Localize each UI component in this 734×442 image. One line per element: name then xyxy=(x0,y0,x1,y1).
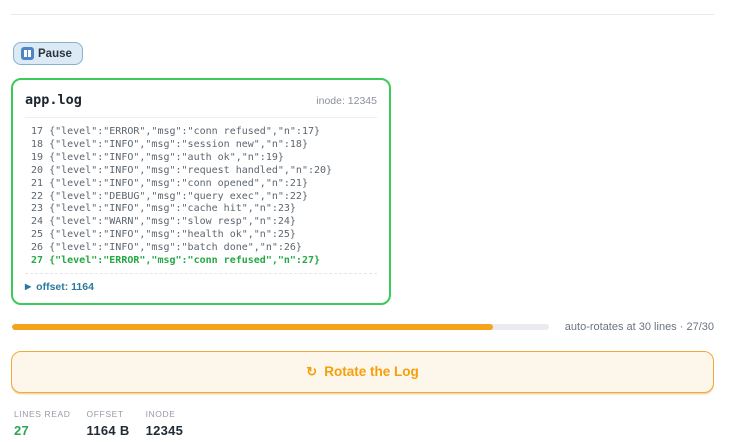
log-line: 22 {"level":"DEBUG","msg":"query exec","… xyxy=(25,190,308,202)
page: Pause app.log inode: 12345 17 {"level":"… xyxy=(11,14,714,438)
rotation-progress-fill xyxy=(12,323,493,330)
log-line: 26 {"level":"INFO","msg":"batch done","n… xyxy=(25,242,302,254)
stats-row: LINES READ 27 OFFSET 1164 B INODE 12345 xyxy=(14,409,714,438)
log-panel-header: app.log inode: 12345 xyxy=(25,90,377,118)
log-line: 20 {"level":"INFO","msg":"request handle… xyxy=(25,164,333,176)
stat: OFFSET 1164 B xyxy=(87,409,130,438)
log-line: 21 {"level":"INFO","msg":"conn opened","… xyxy=(25,177,308,189)
pause-button[interactable]: Pause xyxy=(13,42,83,65)
stat-label: LINES READ xyxy=(14,408,71,419)
log-line: 18 {"level":"INFO","msg":"session new","… xyxy=(25,138,308,150)
stat-value: 1164 B xyxy=(86,422,130,438)
stat: INODE 12345 xyxy=(146,409,184,438)
caret-right-icon: ▶ xyxy=(25,281,32,291)
log-line: 23 {"level":"INFO","msg":"cache hit","n"… xyxy=(25,203,296,215)
pause-icon xyxy=(21,47,34,60)
top-divider xyxy=(11,14,714,15)
log-filename: app.log xyxy=(25,92,82,108)
offset-toggle[interactable]: ▶ offset: 1164 xyxy=(25,272,377,293)
rotation-progress-row: auto-rotates at 30 lines · 27/30 xyxy=(11,321,714,333)
stat-value: 12345 xyxy=(145,422,184,438)
log-line: 25 {"level":"INFO","msg":"health ok","n"… xyxy=(25,229,296,241)
log-line: 19 {"level":"INFO","msg":"auth ok","n":1… xyxy=(25,151,284,163)
log-line: 27 {"level":"ERROR","msg":"conn refused"… xyxy=(25,255,321,267)
offset-label: offset: 1164 xyxy=(36,280,94,293)
log-line: 24 {"level":"WARN","msg":"slow resp","n"… xyxy=(25,216,296,228)
log-inode: inode: 12345 xyxy=(316,95,377,107)
rotation-progress-track xyxy=(12,323,549,330)
stat-label: OFFSET xyxy=(86,408,124,419)
rotate-log-button-label: Rotate the Log xyxy=(324,364,419,380)
rotate-icon: ↻ xyxy=(306,363,318,379)
stat-value: 27 xyxy=(14,422,30,438)
log-panel: app.log inode: 12345 17 {"level":"ERROR"… xyxy=(11,78,391,305)
log-line: 17 {"level":"ERROR","msg":"conn refused"… xyxy=(25,126,321,137)
stat-label: INODE xyxy=(145,408,176,419)
log-lines: 17 {"level":"ERROR","msg":"conn refused"… xyxy=(25,118,377,268)
stat: LINES READ 27 xyxy=(14,409,71,438)
rotation-progress-caption: auto-rotates at 30 lines · 27/30 xyxy=(564,320,714,333)
pause-button-label: Pause xyxy=(38,47,72,60)
rotate-log-button[interactable]: ↻ Rotate the Log xyxy=(11,350,714,393)
